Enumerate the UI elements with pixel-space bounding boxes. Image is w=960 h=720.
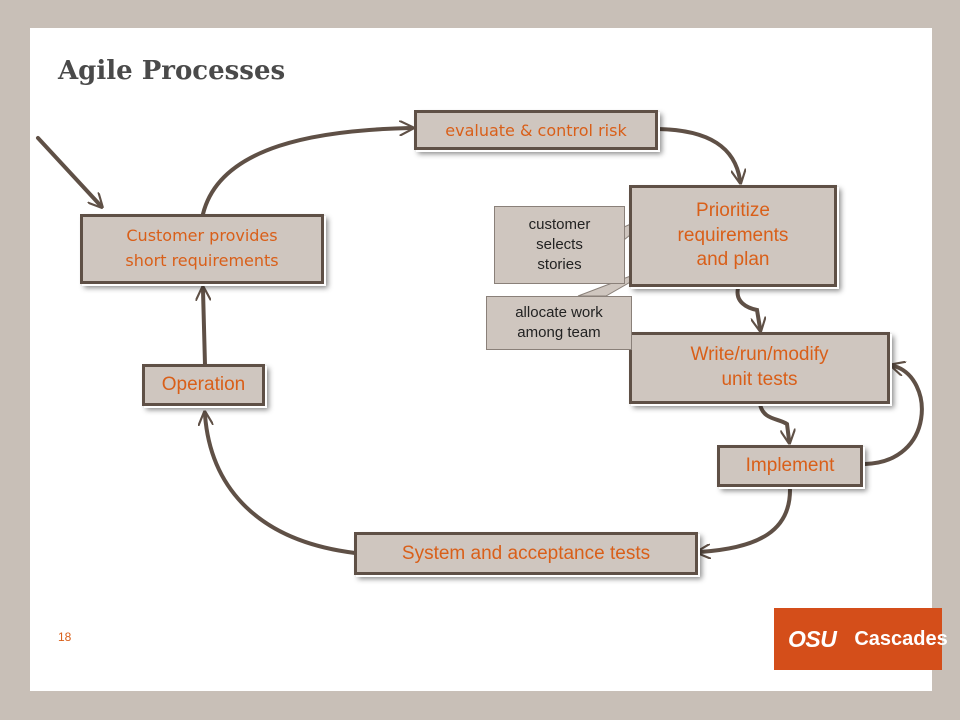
callout-customer-selects-stories: customer selects stories [494,206,625,284]
arrow-system-to-operation [205,415,357,555]
arrow-implement-loop-to-write [863,366,924,466]
entry-arrow [36,136,100,205]
page-number: 18 [58,630,72,644]
logo-cascades-text: Cascades [854,627,948,650]
arrow-operation-to-customer [203,290,205,367]
node-operation: Operation [142,364,265,406]
node-evaluate-control-risk: evaluate & control risk [414,110,658,150]
node-customer-provides-requirements: Customer provides short requirements [80,214,324,284]
node-prioritize-requirements: Prioritize requirements and plan [629,185,837,287]
node-implement: Implement [717,445,863,487]
node-write-run-modify-tests: Write/run/modify unit tests [629,332,890,404]
arrow-customer-to-evaluate [201,128,410,216]
arrow-implement-to-system [700,488,792,552]
callout-allocate-work: allocate work among team [486,296,632,350]
logo-osu-text: OSU [788,625,837,652]
arrow-prioritize-to-write [735,286,760,328]
node-system-acceptance-tests: System and acceptance tests [354,532,698,575]
osu-cascades-logo: OSU Cascades [774,608,948,670]
arrow-write-to-implement [758,402,789,440]
arrow-evaluate-to-prioritize [656,127,740,180]
slide-title: Agile Processes [58,56,286,86]
